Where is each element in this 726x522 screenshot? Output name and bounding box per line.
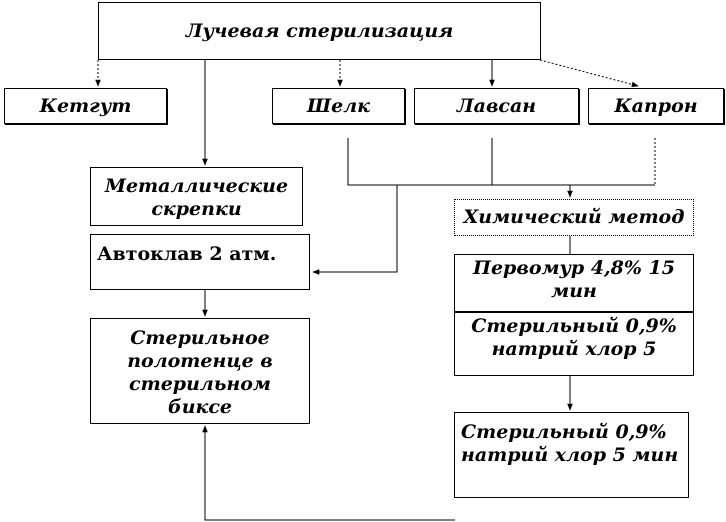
node-staples: Металлические скрепки [90,167,303,226]
arrow-root-to-kapron [539,59,639,88]
node-chemical-method: Химический метод [454,199,694,236]
arrow-to-autoclave [312,185,398,275]
node-saline-1: Стерильный 0,9% натрий хлор 5 [454,312,694,376]
node-kapron: Капрон [588,88,724,124]
node-root: Лучевая стерилизация [98,2,541,60]
merge-line-materials [347,138,655,186]
node-ketgut: Кетгут [4,88,167,124]
node-shelk: Шелк [272,88,405,124]
node-saline-2: Стерильный 0,9% натрий хлор 5 мин [454,412,689,498]
node-autoclave: Автоклав 2 атм. [90,234,310,290]
arrow-saline-to-towel [202,425,455,521]
node-pervomur: Первомур 4,8% 15 мин [454,254,694,312]
node-sterile-towel: Стерильное полотенце в стерильном биксе [90,318,310,424]
node-lavsan: Лавсан [414,88,579,124]
